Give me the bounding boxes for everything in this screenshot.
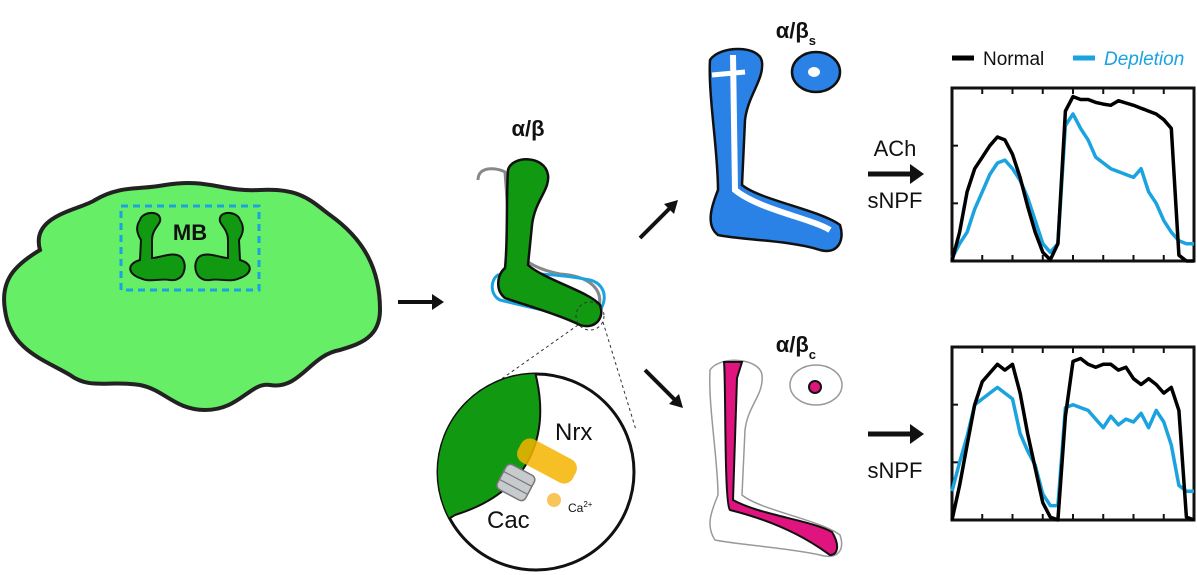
chart-abc: [950, 345, 1196, 522]
series-line-normal: [950, 356, 1195, 522]
brain-shape: [2, 181, 383, 413]
abc-cross-section: [789, 364, 843, 406]
ach-label: ACh: [874, 136, 917, 161]
ca-label: Ca2+: [568, 500, 593, 515]
zoom-region-circle: [575, 301, 605, 331]
series-line-normal: [950, 94, 1194, 263]
zoom-line-left: [499, 324, 579, 381]
abc-magenta-tract: [722, 361, 838, 557]
chart-frame: [950, 345, 1196, 522]
abc-cross-core: [808, 380, 822, 394]
ab-green-lobe: [497, 158, 603, 328]
nrx-protein: [517, 438, 577, 484]
mb-left-lobe: [129, 212, 186, 282]
nrx-label: Nrx: [555, 419, 592, 446]
abs-cross-hole: [808, 67, 820, 77]
arrow-stim-top: [868, 164, 924, 184]
cac-channel: [496, 463, 536, 502]
alpha-beta-label: α/β: [511, 116, 544, 141]
abs-blue-lobe: [708, 47, 843, 253]
snpf-top-label: sNPF: [868, 188, 923, 213]
arrow-to-abs: [638, 200, 678, 240]
abs-white-streak-1: [730, 54, 832, 233]
mb-highlight-box: [119, 204, 261, 292]
alpha-beta-s-label: α/βs: [776, 18, 816, 48]
arrow-stim-bottom: [868, 424, 924, 444]
alpha-beta-c-label: α/βc: [776, 332, 816, 362]
cac-label: Cac: [487, 507, 530, 534]
series-line-depletion: [950, 385, 1194, 508]
legend-normal-label: Normal: [983, 49, 1044, 70]
arrow-brain-to-ab: [398, 294, 444, 310]
calcium-ion: [547, 493, 561, 507]
legend-depletion-label: Depletion: [1104, 49, 1184, 70]
abs-white-streak-2: [711, 69, 746, 78]
arrow-to-abc: [643, 368, 683, 408]
zoom-line-right: [602, 321, 637, 431]
chart-abs: [950, 86, 1196, 263]
mb-label: MB: [173, 220, 207, 245]
snpf-bottom-label: sNPF: [868, 458, 923, 483]
mb-right-lobe: [194, 212, 251, 282]
abc-gray-outline: [708, 359, 843, 557]
series-line-depletion: [950, 112, 1194, 259]
